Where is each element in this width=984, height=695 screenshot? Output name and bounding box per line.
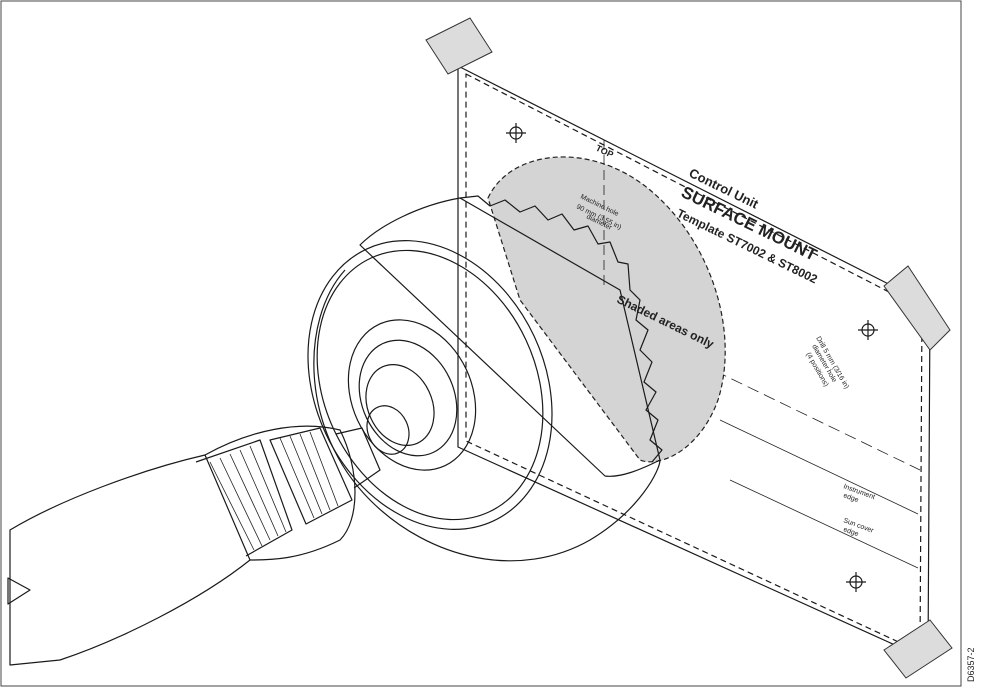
arbor: [347, 319, 477, 471]
shaded-cutout-area: [487, 156, 726, 463]
figure-frame: [0, 0, 962, 687]
drill-mark-right: [858, 320, 878, 340]
svg-text:edge: edge: [842, 492, 859, 504]
hole-saw-cup: [307, 195, 663, 562]
drill-hole-note: Drill 5 mm (3/16 in) diameter hole (4 po…: [804, 336, 850, 391]
figure-id: D6357-2: [966, 647, 976, 682]
svg-text:edge: edge: [842, 526, 859, 538]
tape-right: [883, 265, 951, 351]
top-label: TOP: [594, 143, 615, 160]
drill-mark-top-left: [506, 123, 526, 143]
tape-top-left: [425, 17, 493, 75]
drill-body: [7, 425, 381, 666]
tape-bottom-right: [883, 619, 953, 679]
drill-mark-bottom: [846, 572, 866, 592]
